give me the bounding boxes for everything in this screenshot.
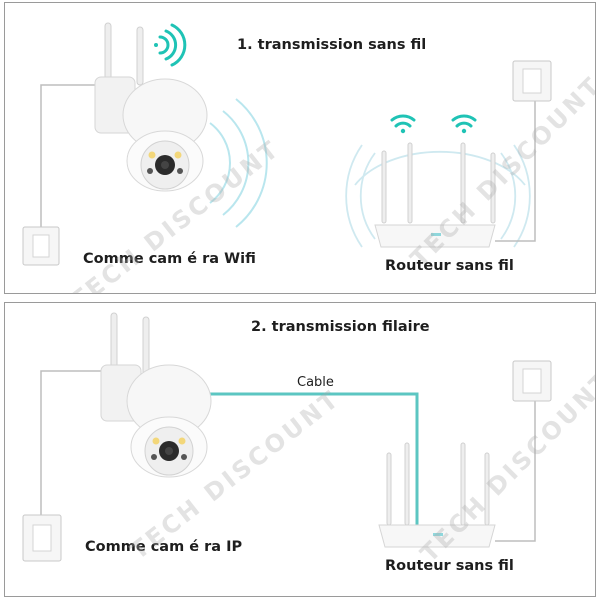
router-wifi-icon-right (451, 114, 477, 134)
wall-outlet-icon (22, 514, 62, 562)
camera-power-wire (40, 84, 95, 231)
wall-outlet-icon (512, 60, 552, 102)
wireless-diagram (22, 22, 552, 266)
wireless-transmission-panel: 1. transmission sans fil Comme cam é ra … (4, 2, 596, 294)
wifi-camera-icon (94, 22, 208, 192)
router-power-wire (495, 93, 536, 242)
section-title: 1. transmission sans fil (237, 37, 427, 53)
wireless-router-icon (374, 142, 496, 248)
cable-label: Cable (297, 375, 334, 390)
wall-outlet-icon (22, 226, 60, 266)
camera-caption: Comme cam é ra Wifi (83, 251, 256, 267)
camera-power-wire (40, 370, 101, 515)
wired-transmission-panel: 2. transmission filaire Cable Comme cam … (4, 302, 596, 597)
camera-wifi-icon (154, 23, 187, 67)
router-wifi-waves-icon (345, 144, 531, 248)
section-title: 2. transmission filaire (251, 319, 430, 335)
router-wifi-icon-left (390, 114, 416, 134)
network-cable (199, 392, 419, 525)
router-caption: Routeur sans fil (385, 258, 514, 274)
ip-camera-icon (100, 312, 212, 478)
wired-router-icon (378, 442, 496, 548)
wired-diagram (22, 312, 552, 562)
wall-outlet-icon (512, 360, 552, 402)
camera-wifi-waves-icon (209, 98, 268, 228)
router-caption: Routeur sans fil (385, 558, 514, 574)
router-power-wire (495, 399, 536, 542)
camera-caption: Comme cam é ra IP (85, 539, 243, 555)
